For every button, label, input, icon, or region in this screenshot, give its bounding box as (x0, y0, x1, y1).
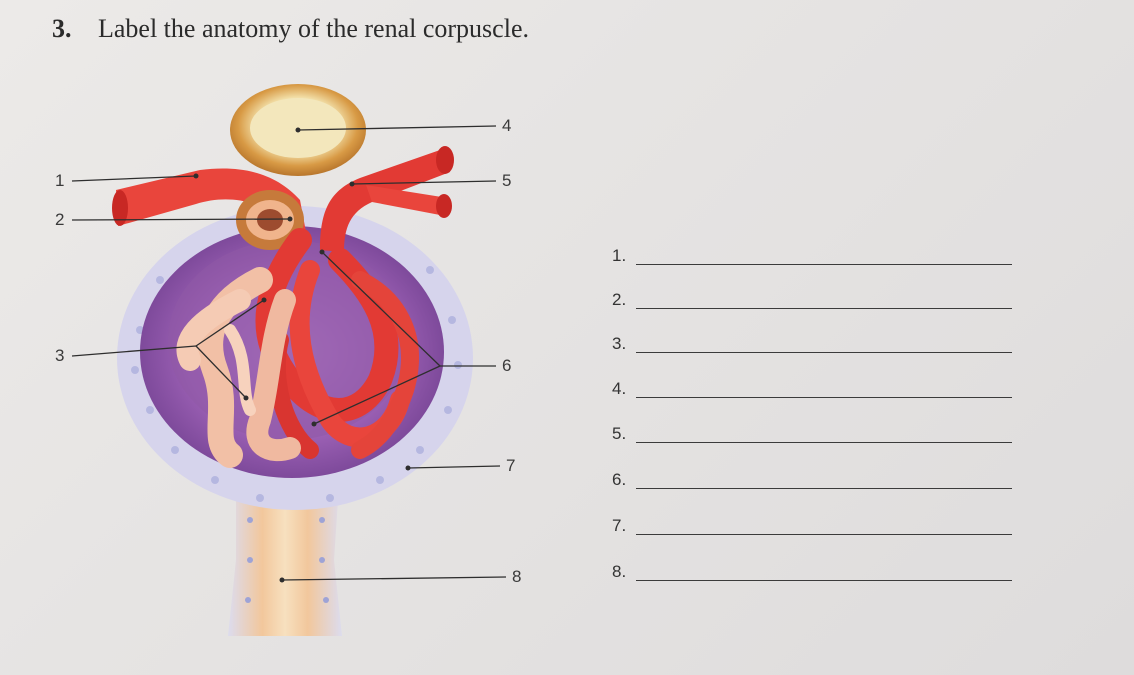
answer-row-4[interactable]: 4. (612, 375, 1032, 405)
question-number: 3. (52, 14, 72, 43)
question-heading: 3. Label the anatomy of the renal corpus… (52, 14, 529, 44)
figure-label-1: 1 (55, 171, 65, 190)
answer-blank-3[interactable] (636, 352, 1012, 353)
question-text: Label the anatomy of the renal corpuscle… (98, 14, 529, 43)
podocytes (176, 267, 301, 468)
answer-blank-5[interactable] (636, 442, 1012, 443)
afferent-arteriole (116, 168, 306, 232)
answer-number: 5. (612, 424, 627, 443)
answer-number: 8. (612, 562, 627, 581)
answer-row-5[interactable]: 5. (612, 420, 1032, 450)
figure-label-7: 7 (506, 456, 516, 475)
leader-lines (71, 125, 507, 581)
renal-corpuscle-illustration (71, 84, 507, 636)
answer-row-8[interactable]: 8. (612, 558, 1032, 588)
tubule-dots (245, 517, 329, 603)
answer-row-3[interactable]: 3. (612, 330, 1032, 360)
figure-label-8: 8 (512, 567, 522, 586)
figure-label-3: 3 (55, 346, 65, 365)
answer-row-6[interactable]: 6. (612, 466, 1032, 496)
answer-blank-4[interactable] (636, 397, 1012, 398)
answer-number: 2. (612, 290, 627, 309)
answer-blank-7[interactable] (636, 534, 1012, 535)
figure-label-6: 6 (502, 356, 512, 375)
answer-row-7[interactable]: 7. (612, 512, 1032, 542)
answer-row-2[interactable]: 2. (612, 286, 1032, 316)
figure-label-4: 4 (502, 116, 512, 135)
efferent-arteriole (320, 150, 450, 252)
answer-blank-8[interactable] (636, 580, 1012, 581)
leader-dots (193, 127, 411, 583)
capsule-cells (131, 266, 462, 502)
glomerular-capillaries (255, 228, 419, 459)
answer-blank-1[interactable] (636, 264, 1012, 265)
answer-number: 3. (612, 334, 627, 353)
answer-blank-2[interactable] (636, 308, 1012, 309)
answer-row-1[interactable]: 1. (612, 242, 1032, 272)
answer-number: 4. (612, 379, 627, 398)
answer-number: 7. (612, 516, 627, 535)
answer-blank-6[interactable] (636, 488, 1012, 489)
figure-label-2: 2 (55, 210, 65, 229)
answer-number: 6. (612, 470, 627, 489)
figure-label-5: 5 (502, 171, 512, 190)
answer-number: 1. (612, 246, 627, 265)
proximal-tubule (228, 500, 342, 636)
